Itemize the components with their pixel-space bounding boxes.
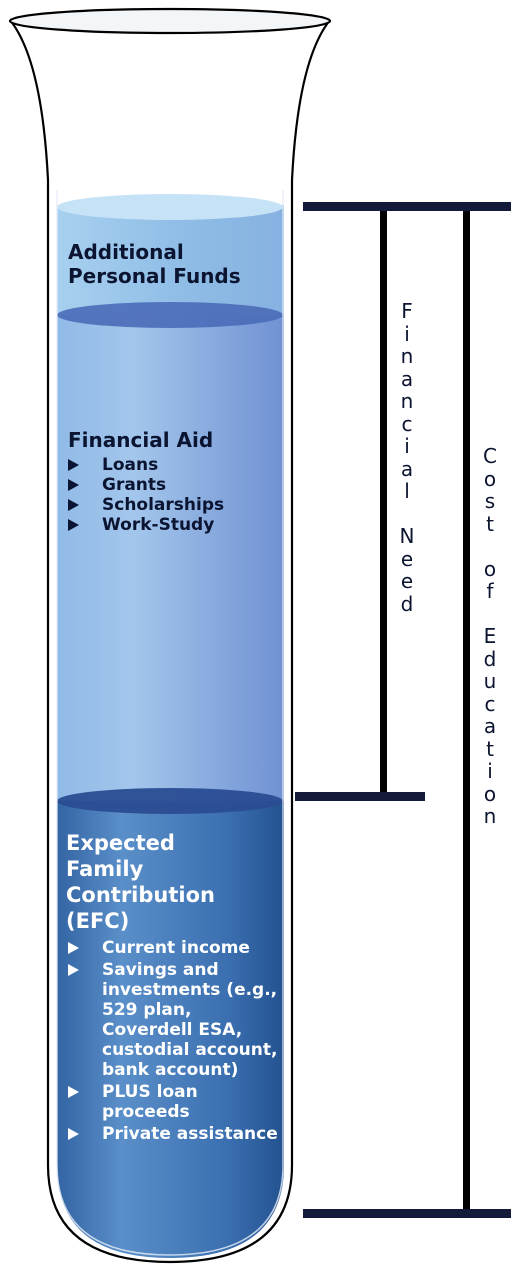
bracket-financial-need [295, 202, 511, 801]
list-item: Private assistance [64, 1124, 284, 1144]
vertical-label-char: C [483, 444, 497, 468]
financial-aid-title: Financial Aid [68, 428, 214, 452]
layer-boundary-top [57, 302, 283, 328]
vertical-label-char: c [401, 411, 413, 436]
vertical-label-char: o [483, 781, 497, 806]
test-tube-rim [8, 7, 332, 35]
list-item: PLUS loan proceeds [64, 1082, 284, 1122]
list-item: Scholarships [64, 495, 274, 515]
layer-boundary-bottom [57, 788, 283, 814]
vertical-label-char: e [400, 546, 414, 571]
bullet-arrow-icon [68, 519, 79, 531]
bullet-arrow-icon [68, 942, 79, 954]
bullet-arrow-icon [68, 964, 79, 976]
vertical-label-char: i [404, 321, 410, 346]
financial-aid-list: Loans Grants Scholarships Work-Study [64, 455, 274, 535]
list-item: Current income [64, 938, 284, 958]
efc-list: Current income Savings and investments (… [64, 938, 284, 1146]
layer-financial-aid [57, 315, 284, 801]
list-item: Work-Study [64, 515, 274, 535]
efc-title: Expected Family Contribution (EFC) [66, 831, 215, 933]
vertical-label-char: n [483, 804, 497, 828]
vertical-label-char: f [486, 579, 494, 603]
vertical-label-char: n [400, 389, 414, 413]
vertical-label-char: o [483, 556, 497, 581]
vertical-label-char: d [400, 591, 414, 616]
test-tube-outline [9, 19, 331, 1264]
vertical-label-char: d [483, 646, 497, 671]
vertical-label-char: i [487, 759, 493, 783]
liquid-surface [57, 194, 283, 220]
vertical-label-char: n [400, 344, 414, 368]
vertical-label-char: u [483, 669, 497, 693]
bullet-arrow-icon [68, 499, 79, 511]
layer-efc [57, 801, 284, 1258]
vertical-label-char: E [483, 624, 497, 648]
vertical-label-char: c [484, 691, 496, 716]
list-item: Loans [64, 455, 274, 475]
additional-personal-funds-title: Additional Personal Funds [68, 240, 241, 288]
vertical-label-char: a [483, 714, 497, 738]
vertical-label-char [480, 535, 500, 558]
vertical-label-char [480, 603, 500, 626]
list-item: Grants [64, 475, 274, 495]
liquid-layers [57, 205, 284, 1258]
vertical-label-char: N [399, 524, 415, 548]
vertical-label-char: F [401, 299, 413, 323]
vertical-label-char: t [486, 511, 494, 536]
layer-additional-funds [57, 205, 284, 315]
vertical-label-char: e [400, 569, 414, 593]
vertical-label-char: o [483, 466, 497, 491]
bullet-arrow-icon [68, 459, 79, 471]
bullet-arrow-icon [68, 1086, 79, 1098]
vertical-label-char: s [484, 489, 496, 513]
bullet-arrow-icon [68, 479, 79, 491]
vertical-label-char [397, 503, 417, 526]
bracket-cost-of-education [303, 211, 511, 1218]
vertical-label-char: a [400, 456, 414, 481]
vertical-label-char: i [404, 434, 410, 458]
list-item: Savings and investments (e.g., 529 plan,… [64, 960, 284, 1080]
vertical-label-char: a [400, 366, 414, 391]
vertical-label-char: l [404, 479, 410, 503]
bullet-arrow-icon [68, 1128, 79, 1140]
vertical-label-char: t [486, 736, 494, 761]
